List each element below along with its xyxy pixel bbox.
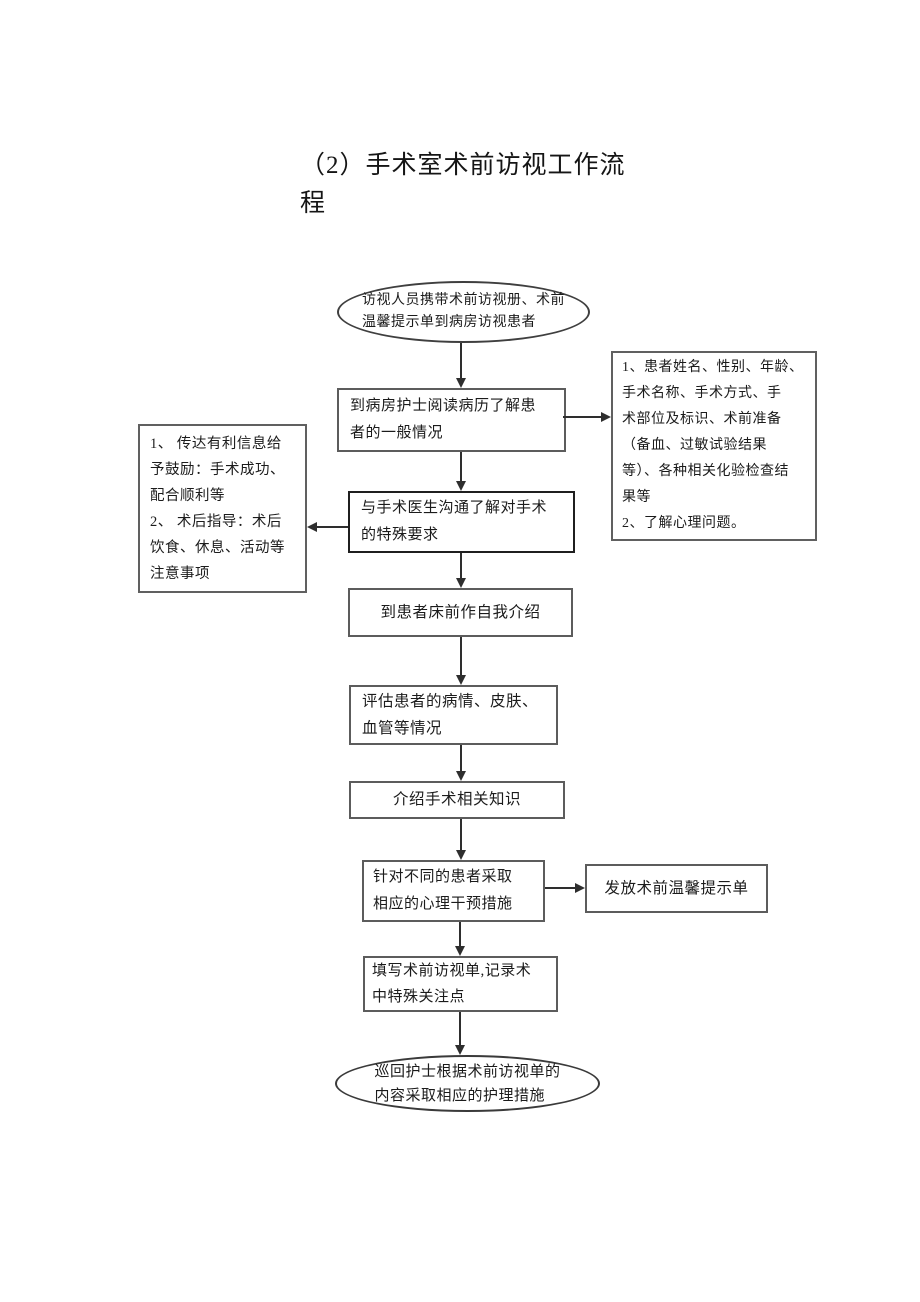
flow-arrow-down-5 <box>456 745 466 781</box>
flow-arrow-right-1 <box>563 412 611 422</box>
flow-node-fill-form-label: 填写术前访视单,记录术 中特殊关注点 <box>372 963 532 1005</box>
flow-node-end-ellipse: 巡回护士根据术前访视单的 内容采取相应的护理措施 <box>335 1055 600 1112</box>
flow-arrow-down-2 <box>456 452 466 491</box>
flow-arrow-down-4 <box>456 637 466 685</box>
flow-node-assess-label: 评估患者的病情、皮肤、 血管等情况 <box>362 693 539 737</box>
flow-node-end-label: 巡回护士根据术前访视单的 内容采取相应的护理措施 <box>374 1063 561 1104</box>
flow-node-fill-form: 填写术前访视单,记录术 中特殊关注点 <box>363 956 558 1012</box>
flow-node-read-record: 到病房护士阅读病历了解患 者的一般情况 <box>337 388 566 452</box>
flow-node-knowledge-label: 介绍手术相关知识 <box>392 791 521 808</box>
flow-arrow-right-2 <box>545 883 585 893</box>
flow-node-read-record-label: 到病房护士阅读病历了解患 者的一般情况 <box>350 398 537 441</box>
flow-arrow-down-8 <box>455 1012 465 1055</box>
page-title: （2）手术室术前访视工作流 程 <box>300 152 626 217</box>
flow-node-psych-label: 针对不同的患者采取 相应的心理干预措施 <box>373 869 513 912</box>
flow-node-reminder-label: 发放术前温馨提示单 <box>604 879 749 897</box>
flow-node-encourage-guide-label: 1、 传达有利信息给 予鼓励：手术成功、 配合顺利等 2、 术后指导：术后 饮食… <box>150 435 285 582</box>
flow-node-self-intro: 到患者床前作自我介绍 <box>348 588 573 637</box>
flow-node-patient-info: 1、患者姓名、性别、年龄、 手术名称、手术方式、手 术部位及标识、术前准备 （备… <box>611 351 817 541</box>
flow-node-encourage-guide: 1、 传达有利信息给 予鼓励：手术成功、 配合顺利等 2、 术后指导：术后 饮食… <box>138 424 307 593</box>
flow-arrow-down-7 <box>455 922 465 956</box>
flow-node-reminder: 发放术前温馨提示单 <box>585 864 768 913</box>
flow-node-knowledge: 介绍手术相关知识 <box>349 781 565 819</box>
flow-node-communicate-label: 与手术医生沟通了解对手术 的特殊要求 <box>361 500 548 543</box>
flow-node-patient-info-label: 1、患者姓名、性别、年龄、 手术名称、手术方式、手 术部位及标识、术前准备 （备… <box>622 360 804 531</box>
flow-arrow-down-1 <box>456 343 466 388</box>
flow-node-start-label: 访视人员携带术前访视册、术前 温馨提示单到病房访视患者 <box>362 293 565 330</box>
flow-node-communicate: 与手术医生沟通了解对手术 的特殊要求 <box>348 491 575 553</box>
flow-node-psych: 针对不同的患者采取 相应的心理干预措施 <box>362 860 545 922</box>
flow-node-start-ellipse: 访视人员携带术前访视册、术前 温馨提示单到病房访视患者 <box>337 281 590 343</box>
flow-arrow-down-6 <box>456 819 466 860</box>
flow-node-assess: 评估患者的病情、皮肤、 血管等情况 <box>349 685 558 745</box>
flow-arrow-down-3 <box>456 553 466 588</box>
flow-arrow-left-1 <box>307 522 348 532</box>
flow-node-self-intro-label: 到患者床前作自我介绍 <box>380 603 541 621</box>
